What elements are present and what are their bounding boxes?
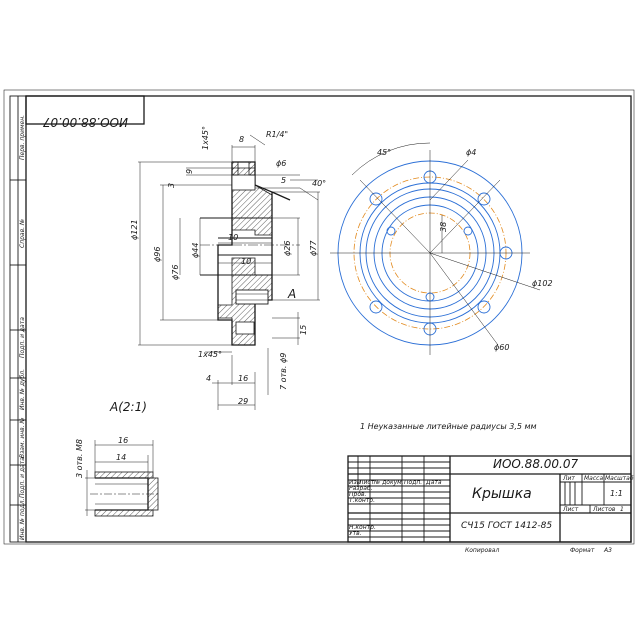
dim-1x45-bot: 1х45° bbox=[198, 350, 222, 359]
dim-phi76: ϕ76 bbox=[171, 265, 180, 280]
stamp-sheets: Листов bbox=[592, 506, 616, 513]
dim-29: 29 bbox=[238, 397, 248, 406]
dim-phi121: ϕ121 bbox=[130, 219, 139, 240]
stamp-scale: 1:1 bbox=[610, 489, 623, 498]
view-a-label: А(2:1) bbox=[109, 400, 147, 414]
side-column: Перв. примен. Справ. № Подп. и дата Инв.… bbox=[9, 95, 27, 543]
side-cell-2: Справ. № bbox=[19, 219, 26, 248]
stamp-lit: Лит bbox=[562, 475, 575, 482]
dim-phi44: ϕ44 bbox=[191, 243, 200, 258]
dim-phi102: ϕ102 bbox=[532, 279, 553, 288]
dim-v16: 16 bbox=[118, 436, 128, 445]
stamp-material: СЧ15 ГОСТ 1412-85 bbox=[461, 521, 552, 531]
bolt-hole bbox=[369, 192, 383, 206]
title-block: ИОО.88.00.07 Крышка СЧ15 ГОСТ 1412-85 Ли… bbox=[347, 455, 634, 543]
dim-v14: 14 bbox=[116, 453, 126, 462]
stamp-h-data: Дата bbox=[425, 479, 442, 486]
bolt-hole bbox=[477, 300, 491, 314]
stamp-role-5: Н.контр. bbox=[349, 524, 376, 531]
stamp-h-list: Лист bbox=[358, 479, 375, 486]
dim-40deg: 40° bbox=[312, 179, 326, 188]
tapped-hole bbox=[463, 226, 473, 236]
dim-3: 3 bbox=[167, 183, 176, 188]
stamp-code: ИОО.88.00.07 bbox=[493, 457, 578, 471]
stamp-role-6: Утв. bbox=[349, 530, 362, 537]
dim-16: 16 bbox=[238, 374, 248, 383]
dim-4: 4 bbox=[206, 374, 211, 383]
stamp-sheets-value: 1 bbox=[620, 506, 624, 513]
section-view: 1х45° 8 R1/4" 9 ϕ6 5 40° 3 ϕ121 ϕ96 ϕ76 … bbox=[130, 126, 326, 410]
stamp-mass: Масса bbox=[584, 475, 603, 482]
top-code-box: ИОО.88.00.07 bbox=[25, 95, 145, 129]
general-note: 1 Неуказанные литейные радиусы 3,5 мм bbox=[360, 422, 537, 431]
stamp-title: Крышка bbox=[472, 486, 532, 502]
dim-phi96: ϕ96 bbox=[153, 247, 162, 262]
stamp-sheet: Лист bbox=[562, 506, 579, 513]
dim-phi77: ϕ77 bbox=[309, 240, 318, 256]
stamp-h-podp: Подп. bbox=[404, 479, 422, 486]
dim-5: 5 bbox=[281, 176, 286, 185]
sheet-outer-border bbox=[3, 89, 635, 545]
side-cell-1: Перв. примен. bbox=[19, 115, 26, 160]
dim-phi6: ϕ6 bbox=[276, 159, 286, 168]
front-view: 45° ϕ4 38 ϕ102 ϕ60 bbox=[330, 142, 553, 355]
tapped-hole bbox=[386, 226, 396, 236]
bolt-hole bbox=[477, 192, 491, 206]
dim-45deg: 45° bbox=[377, 148, 391, 157]
dim-9: 9 bbox=[185, 169, 194, 174]
side-cell-3: Подп. и дата bbox=[19, 317, 26, 358]
side-cell-7: Инв. № подл. bbox=[19, 499, 26, 540]
copied-label: Копировал bbox=[465, 547, 499, 554]
stamp-role-2: Пров. bbox=[349, 491, 367, 498]
side-cell-5: Взам. инв. № bbox=[19, 417, 26, 458]
dim-15: 15 bbox=[299, 325, 308, 335]
dim-8: 8 bbox=[239, 135, 244, 144]
stamp-scale-header: Масштаб bbox=[605, 475, 634, 482]
dim-1x45-top: 1х45° bbox=[201, 126, 210, 150]
view-a-detail: А(2:1) 16 14 3 отв. М8 bbox=[75, 400, 160, 517]
format-label: Формат bbox=[570, 547, 595, 554]
side-cell-4: Инв. № дубл. bbox=[19, 369, 26, 410]
stamp-h-izm: Изм bbox=[349, 479, 362, 486]
dim-3holes-m8: 3 отв. М8 bbox=[75, 439, 84, 478]
dim-10b: 10 bbox=[241, 257, 251, 266]
dim-10a: 10 bbox=[228, 233, 238, 242]
bolt-hole bbox=[369, 300, 383, 314]
side-cell-6: Подп. и дата bbox=[19, 457, 26, 498]
dim-phi4: ϕ4 bbox=[466, 148, 476, 157]
stamp-role-3: Т.контр. bbox=[349, 497, 375, 504]
dim-7holes: 7 отв. ϕ9 bbox=[279, 353, 288, 390]
dim-phi60: ϕ60 bbox=[494, 343, 509, 352]
dim-38: 38 bbox=[439, 222, 448, 232]
stamp-h-doc: № докум. bbox=[373, 479, 404, 486]
dim-phi26: ϕ26 bbox=[283, 241, 292, 256]
format-value: А3 bbox=[603, 547, 612, 554]
top-code: ИОО.88.00.07 bbox=[43, 115, 128, 129]
section-a-label: А bbox=[287, 287, 296, 301]
stamp-role-1: Разраб. bbox=[349, 485, 373, 492]
dim-r14: R1/4" bbox=[266, 130, 288, 139]
